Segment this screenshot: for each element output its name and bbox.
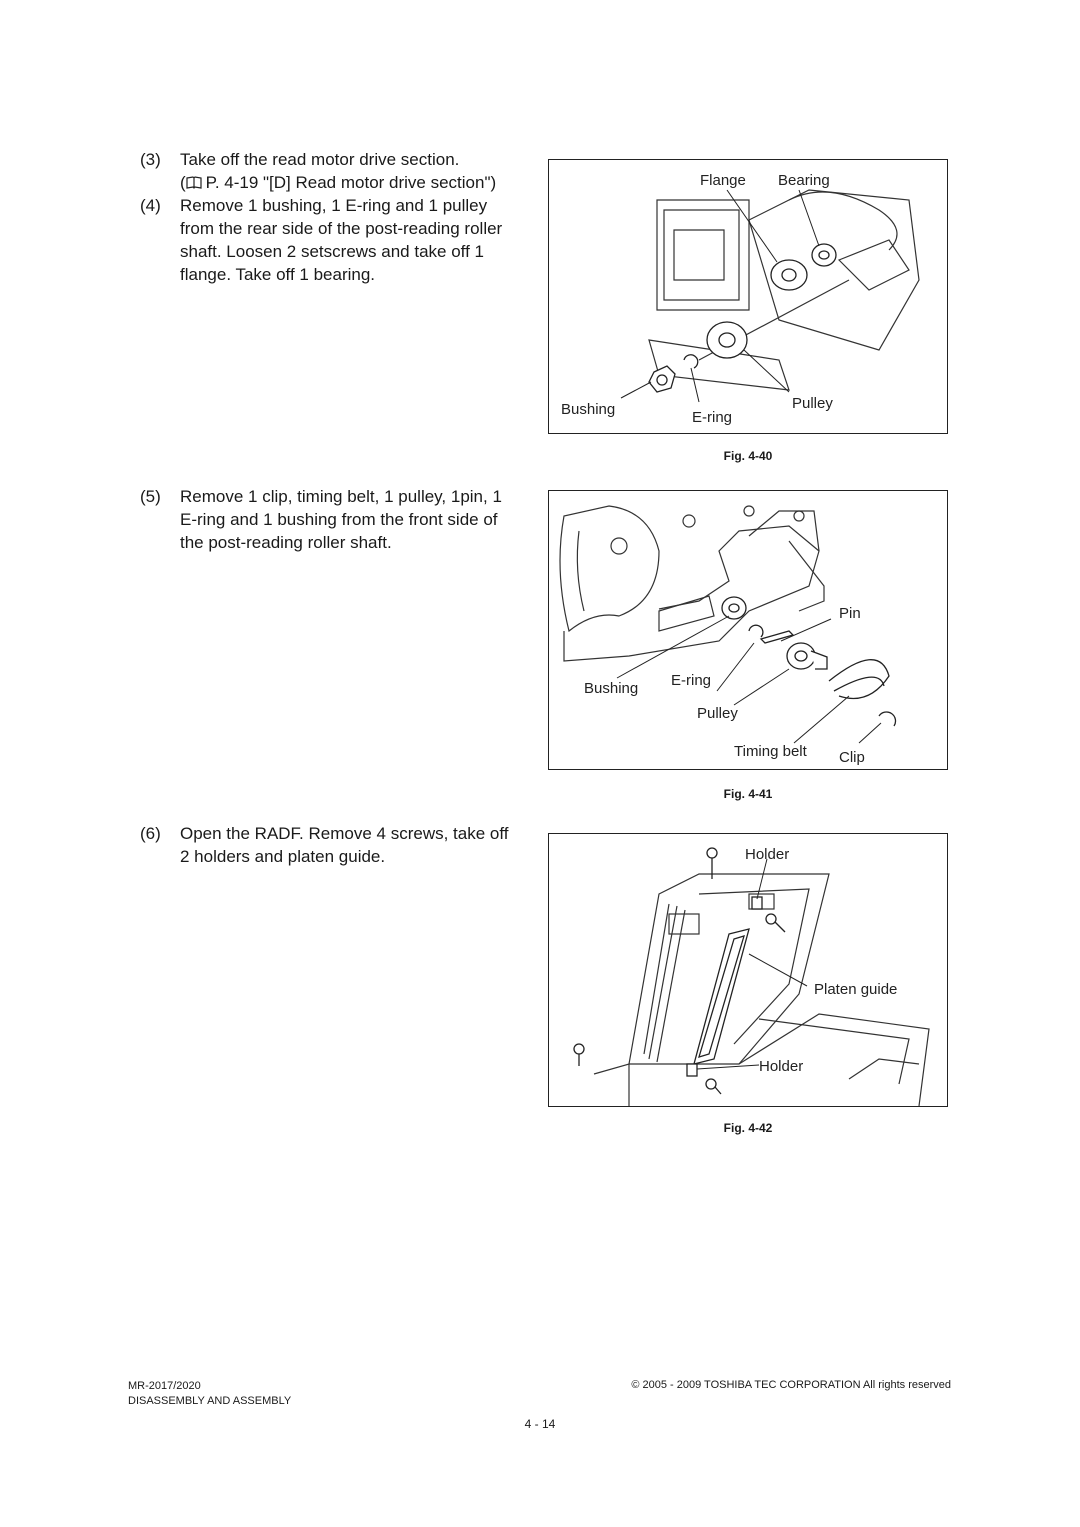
step-number: (4) [140,196,161,215]
label-bearing: Bearing [778,172,830,189]
label-timing-belt: Timing belt [734,743,808,760]
page-number: 4 - 14 [524,1417,556,1431]
reference-line: ( P. 4-19 "[D] Read motor drive section"… [180,171,532,196]
figure-4-40: Flange Bearing Bushing E-ring Pulley [548,159,948,434]
step-4: (4) Remove 1 bushing, 1 E-ring and 1 pul… [140,194,532,286]
reference-link[interactable]: P. 4-19 "[D] Read motor drive section") [205,173,497,192]
book-icon [186,173,202,196]
figure-caption: Fig. 4-42 [723,1121,773,1135]
step-number: (3) [140,150,161,169]
label-pulley: Pulley [792,395,833,412]
step-line: shaft. Loosen 2 setscrews and take off 1 [180,242,484,261]
footer-left: MR-2017/2020 DISASSEMBLY AND ASSEMBLY [128,1379,291,1409]
step-3: (3) Take off the read motor drive sectio… [140,148,532,196]
step-line: 2 holders and platen guide. [180,847,386,866]
label-pulley: Pulley [697,705,738,722]
step-line: Remove 1 clip, timing belt, 1 pulley, 1p… [180,487,502,506]
copyright: © 2005 - 2009 TOSHIBA TEC CORPORATION Al… [631,1379,951,1391]
figure-4-40-illustration: Flange Bearing Bushing E-ring Pulley [561,172,920,426]
step-line: E-ring and 1 bushing from the front side… [180,510,498,529]
step-line: from the rear side of the post-reading r… [180,219,503,238]
label-pin: Pin [839,605,861,622]
label-e-ring: E-ring [692,409,732,426]
reference-open-paren: ( [180,173,186,192]
label-bushing: Bushing [561,401,615,418]
model-number: MR-2017/2020 [128,1380,201,1392]
label-flange: Flange [700,172,746,189]
step-number: (6) [140,824,161,843]
step-number: (5) [140,487,161,506]
step-line: the post-reading roller shaft. [180,533,392,552]
step-line: flange. Take off 1 bearing. [180,265,376,284]
figure-caption: Fig. 4-41 [723,787,773,801]
step-5: (5) Remove 1 clip, timing belt, 1 pulley… [140,485,532,554]
label-holder-top: Holder [745,846,789,863]
section-name: DISASSEMBLY AND ASSEMBLY [128,1395,292,1407]
label-clip: Clip [839,749,865,766]
step-line: Remove 1 bushing, 1 E-ring and 1 pulley [180,196,488,215]
figure-4-41-illustration: Pin Bushing E-ring Pulley Timing belt Cl… [559,505,897,766]
label-bushing: Bushing [584,680,638,697]
step-6: (6) Open the RADF. Remove 4 screws, take… [140,822,532,868]
label-platen-guide: Platen guide [814,981,897,998]
figure-4-42-illustration: Holder Platen guide Holder [573,846,930,1106]
label-holder-bottom: Holder [759,1058,803,1075]
step-line: Open the RADF. Remove 4 screws, take off [180,824,509,843]
figure-caption: Fig. 4-40 [723,449,773,463]
figure-4-41: Pin Bushing E-ring Pulley Timing belt Cl… [548,490,948,770]
figure-4-42: Holder Platen guide Holder [548,833,948,1107]
step-line: Take off the read motor drive section. [180,150,460,169]
label-e-ring: E-ring [671,672,711,689]
